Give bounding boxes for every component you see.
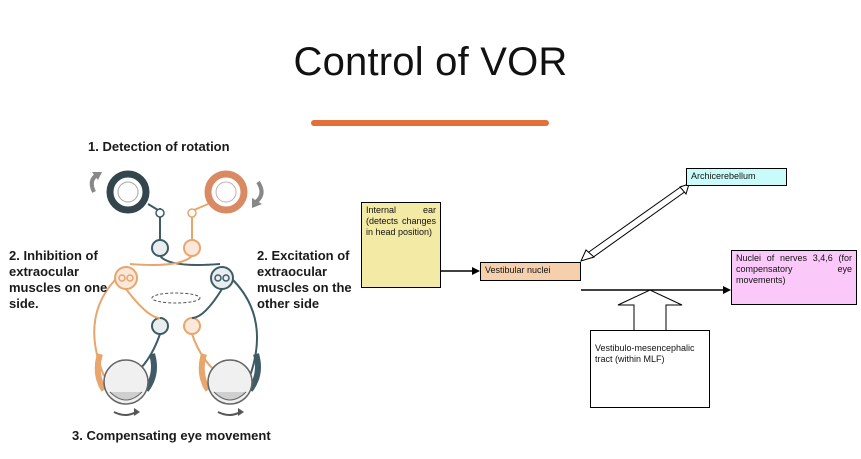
label-excitation: 2. Excitation of extraocular muscles on … [257,248,352,311]
box-vestibular-nuclei: Vestibular nuclei [480,262,581,281]
box-vestibulo-tract: Vestibulo-mesencephalic tract (within ML… [590,330,710,408]
rotation-arrow-right-icon [254,180,264,204]
slide-title: Control of VOR [293,40,568,84]
ear-left-icon [106,170,150,214]
box-internal-ear: Internal ear (detects changes in head po… [361,202,441,288]
tract-block-arrow [617,289,683,330]
title-underline [311,120,549,126]
label-compensating: 3. Compensating eye movement [72,428,271,443]
ear-right-icon [204,170,248,214]
label-detection: 1. Detection of rotation [88,139,230,154]
label-inhibition: 2. Inhibition of extraocular muscles on … [9,248,108,311]
box-nuclei-nerves: Nuclei of nerves 3,4,6 (for compensatory… [731,250,857,305]
box-archicerebellum: Archicerebellum [686,168,787,186]
vor-illustration [89,170,264,416]
